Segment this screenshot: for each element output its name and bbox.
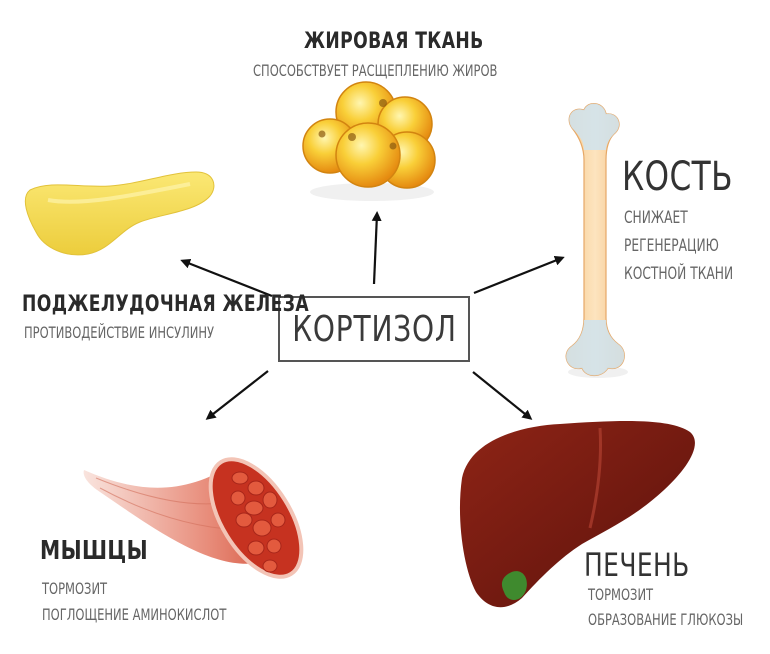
arrow-to-muscle <box>205 370 269 420</box>
bone-desc-1: СНИЖАЕТ <box>624 208 688 228</box>
liver-title: ПЕЧЕНЬ <box>584 546 690 584</box>
pancreas-image <box>24 171 215 256</box>
bone-image <box>565 103 628 378</box>
bone-desc-3: КОСТНОЙ ТКАНИ <box>624 264 734 284</box>
muscle-title: МЫШЦЫ <box>40 536 149 566</box>
muscle-image <box>83 457 304 579</box>
pancreas-desc: ПРОТИВОДЕЙСТВИЕ ИНСУЛИНУ <box>24 323 215 342</box>
cortisol-label: КОРТИЗОЛ <box>291 308 457 350</box>
fat-cells-image <box>302 81 436 201</box>
arrow-to-fat <box>371 211 382 285</box>
bone-title: КОСТЬ <box>622 154 733 200</box>
liver-desc-1: ТОРМОЗИТ <box>588 585 654 604</box>
arrow-to-liver <box>472 371 533 420</box>
arrows <box>180 211 565 420</box>
arrow-to-pancreas <box>180 258 273 298</box>
fat-desc: СПОСОБСТВУЕТ РАСЩЕПЛЕНИЮ ЖИРОВ <box>253 61 498 80</box>
cortisol-box: КОРТИЗОЛ <box>278 296 470 362</box>
liver-image <box>459 421 695 608</box>
liver-desc-2: ОБРАЗОВАНИЕ ГЛЮКОЗЫ <box>588 610 744 629</box>
fat-title: ЖИРОВАЯ ТКАНЬ <box>304 29 484 54</box>
muscle-desc-1: ТОРМОЗИТ <box>42 579 108 598</box>
muscle-desc-2: ПОГЛОЩЕНИЕ АМИНОКИСЛОТ <box>42 605 227 624</box>
pancreas-title: ПОДЖЕЛУДОЧНАЯ ЖЕЛЕЗА <box>22 292 309 317</box>
bone-desc-2: РЕГЕНЕРАЦИЮ <box>624 236 719 256</box>
arrow-to-bone <box>473 255 565 295</box>
